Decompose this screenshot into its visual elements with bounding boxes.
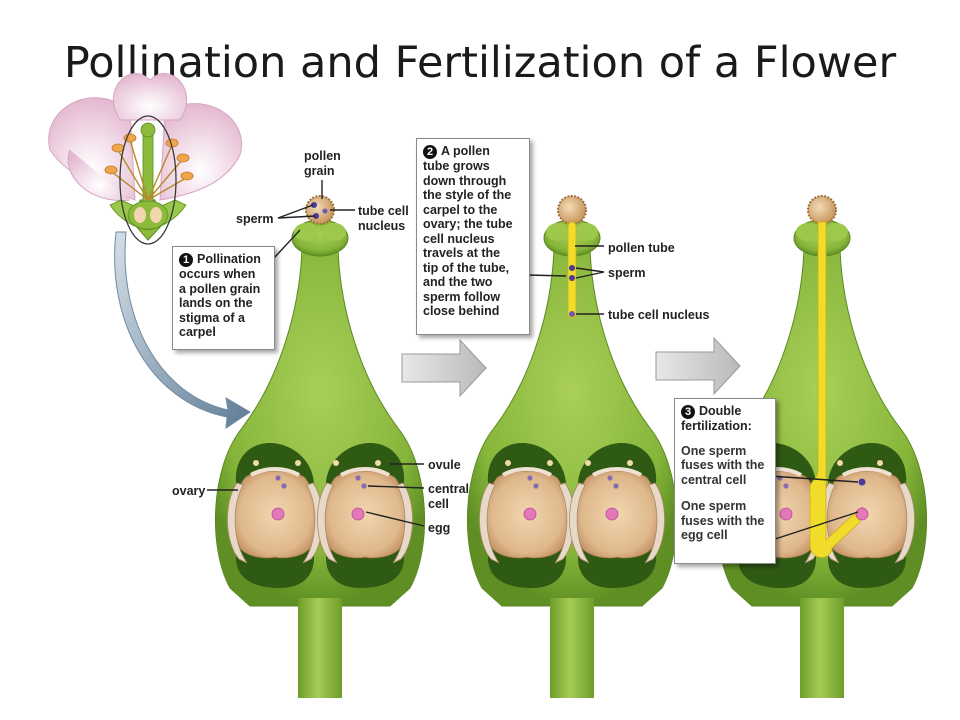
step-3-heading: Double fertilization: xyxy=(681,404,752,433)
page-title: Pollination and Fertilization of a Flowe… xyxy=(63,38,897,88)
label-ovule: ovule xyxy=(428,458,461,472)
label-ovary: ovary xyxy=(172,484,206,498)
ovule-cells xyxy=(253,460,883,521)
step-3-central-cell-text: One sperm fuses with the central cell xyxy=(681,443,765,487)
leader-lines xyxy=(207,180,859,541)
step-3-egg-cell-text: One sperm fuses with the egg cell xyxy=(681,499,765,542)
step-2-number: 2 xyxy=(423,145,437,159)
label-pollen-grain: pollen grain xyxy=(304,149,341,178)
step-1-text: Pollination occurs when a pollen grain l… xyxy=(179,252,261,339)
stage-arrow-1 xyxy=(401,338,487,398)
curved-arrow xyxy=(114,231,251,429)
carpel-stage-2 xyxy=(467,195,676,698)
stage-arrow-2 xyxy=(655,336,741,396)
label-central-cell: central cell xyxy=(428,482,469,511)
label-tube-cell-nucleus-stage-2: tube cell nucleus xyxy=(608,308,710,322)
label-tube-cell-nucleus-stage-1: tube cell nucleus xyxy=(358,204,409,233)
flower-illustration xyxy=(48,73,242,245)
step-1-number: 1 xyxy=(179,253,193,267)
label-egg: egg xyxy=(428,521,451,535)
step-3-number: 3 xyxy=(681,405,695,419)
label-sperm-stage-1: sperm xyxy=(236,212,274,226)
label-sperm-stage-2: sperm xyxy=(608,266,646,280)
label-pollen-tube: pollen tube xyxy=(608,241,675,255)
carpel-stage-1 xyxy=(215,195,424,698)
step-2-text: A pollen tube grows down through the sty… xyxy=(423,144,513,318)
